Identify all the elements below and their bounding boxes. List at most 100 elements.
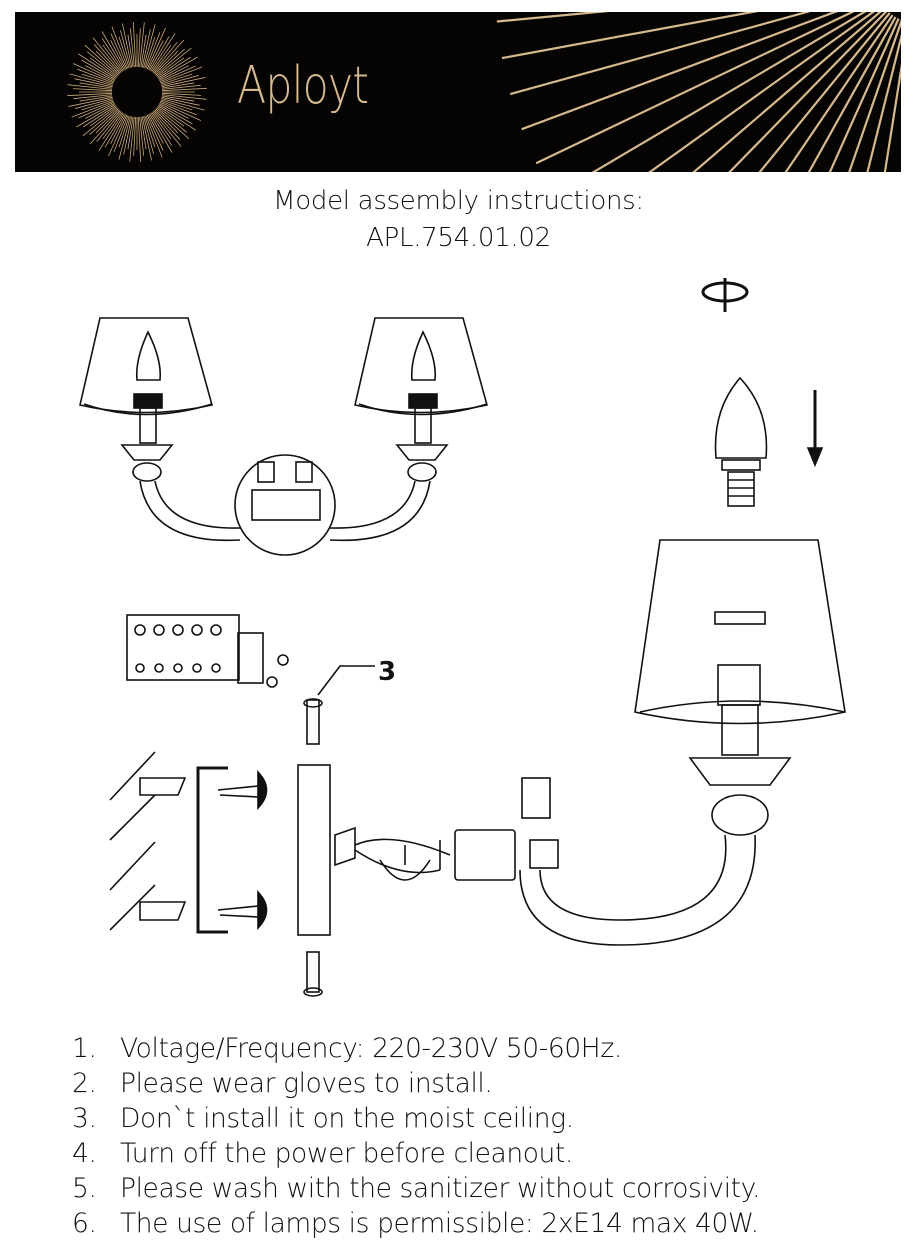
- banner-ray: [728, 12, 888, 172]
- sun-ray: [141, 29, 151, 68]
- sun-ray: [96, 111, 122, 142]
- sun-ray: [101, 38, 124, 72]
- sun-ray: [104, 113, 125, 148]
- sun-ray: [153, 110, 181, 140]
- sun-ray: [84, 44, 119, 76]
- sun-ray: [82, 107, 118, 137]
- sun-ray: [153, 39, 185, 74]
- sun-ray: [161, 95, 195, 102]
- sun-ray: [73, 88, 113, 92]
- sun-ray: [160, 100, 197, 116]
- left-bulb: [120, 330, 174, 482]
- sun-ray: [132, 22, 137, 68]
- terminal-screw: [135, 663, 145, 673]
- sun-ray: [146, 27, 166, 70]
- sun-ray: [156, 107, 187, 133]
- sun-ray: [78, 101, 115, 119]
- sun-ray: [145, 32, 161, 69]
- sun-ray: [73, 94, 113, 100]
- sun-ray: [92, 37, 122, 73]
- sun-ray: [146, 114, 164, 151]
- back-plate: [297, 764, 331, 936]
- shade-ring: [714, 611, 766, 625]
- sun-ray: [141, 116, 152, 161]
- sun-ray: [137, 116, 142, 162]
- sun-ray: [67, 84, 113, 90]
- sun-ray: [158, 104, 193, 125]
- sun-ray: [156, 106, 185, 127]
- sun-ray: [150, 112, 173, 146]
- sun-ray: [102, 44, 123, 73]
- decorative-knob: [711, 794, 769, 836]
- rotate-icon: [701, 278, 749, 312]
- banner-ray: [758, 12, 891, 172]
- terminal-screw: [154, 663, 164, 673]
- banner-ray: [535, 12, 855, 165]
- banner-ray: [784, 14, 894, 172]
- sun-ray: [89, 57, 118, 78]
- sun-ray: [160, 99, 193, 111]
- screw-bottom: [303, 951, 323, 997]
- screw-label-callout: [317, 665, 375, 696]
- banner-ray: [521, 12, 838, 131]
- banner-ray: [883, 63, 901, 172]
- banner-ray: [692, 12, 882, 172]
- sun-ray: [144, 36, 156, 69]
- sun-ray: [74, 78, 113, 88]
- sun-ray: [93, 44, 121, 74]
- banner-ray: [828, 18, 900, 172]
- sun-ray: [139, 116, 145, 156]
- mounting-bracket: [196, 766, 228, 934]
- screw-top: [303, 698, 323, 745]
- sun-ray: [147, 114, 164, 144]
- sun-ray: [140, 34, 147, 68]
- sun-ray: [161, 98, 205, 111]
- sun-ray: [118, 36, 130, 69]
- sun-ray: [110, 114, 127, 144]
- bracket-screw-bottom: [217, 889, 268, 931]
- left-arm: [139, 480, 241, 542]
- sun-ray: [157, 56, 191, 79]
- banner-ray: [509, 12, 811, 96]
- terminal-screw: [210, 624, 222, 636]
- terminal-block: [126, 614, 289, 688]
- logo-sun-core: [112, 67, 162, 117]
- sun-ray: [120, 30, 131, 68]
- sun-ray: [152, 111, 182, 147]
- detail-circle: [234, 454, 336, 556]
- note-item: 2.Please wear gloves to install.: [72, 1068, 493, 1099]
- sun-ray: [155, 48, 185, 76]
- sun-ray: [129, 116, 135, 162]
- sun-ray: [154, 50, 179, 75]
- terminal-screw: [211, 663, 221, 673]
- brand-banner: Aployt: [15, 12, 901, 172]
- sun-ray: [161, 87, 207, 92]
- sun-ray: [159, 65, 189, 82]
- sun-ray: [108, 114, 128, 157]
- sun-ray: [95, 109, 120, 134]
- sun-ray: [81, 73, 114, 85]
- down-arrow-icon: [806, 390, 824, 468]
- e14-bulb: [714, 376, 768, 507]
- banner-ray: [848, 19, 901, 172]
- right-lampshade: [354, 317, 488, 416]
- sun-ray: [143, 24, 156, 68]
- sun-ray: [158, 56, 198, 80]
- terminal-screw: [173, 663, 183, 673]
- banner-ray: [496, 12, 610, 23]
- sun-ray: [76, 104, 116, 128]
- sun-ray: [87, 51, 118, 77]
- sun-ray: [98, 112, 124, 151]
- sun-ray: [118, 116, 131, 160]
- sun-ray: [154, 109, 179, 134]
- sun-ray: [161, 84, 201, 90]
- sun-ray: [144, 115, 156, 148]
- right-arm: [329, 480, 431, 542]
- sun-ray: [156, 47, 192, 77]
- sun-ray: [139, 22, 145, 68]
- sun-ray: [111, 26, 129, 69]
- banner-ray: [866, 33, 901, 172]
- sun-ray: [161, 82, 195, 89]
- note-item: 6.The use of lamps is permissible: 2xE14…: [72, 1208, 759, 1239]
